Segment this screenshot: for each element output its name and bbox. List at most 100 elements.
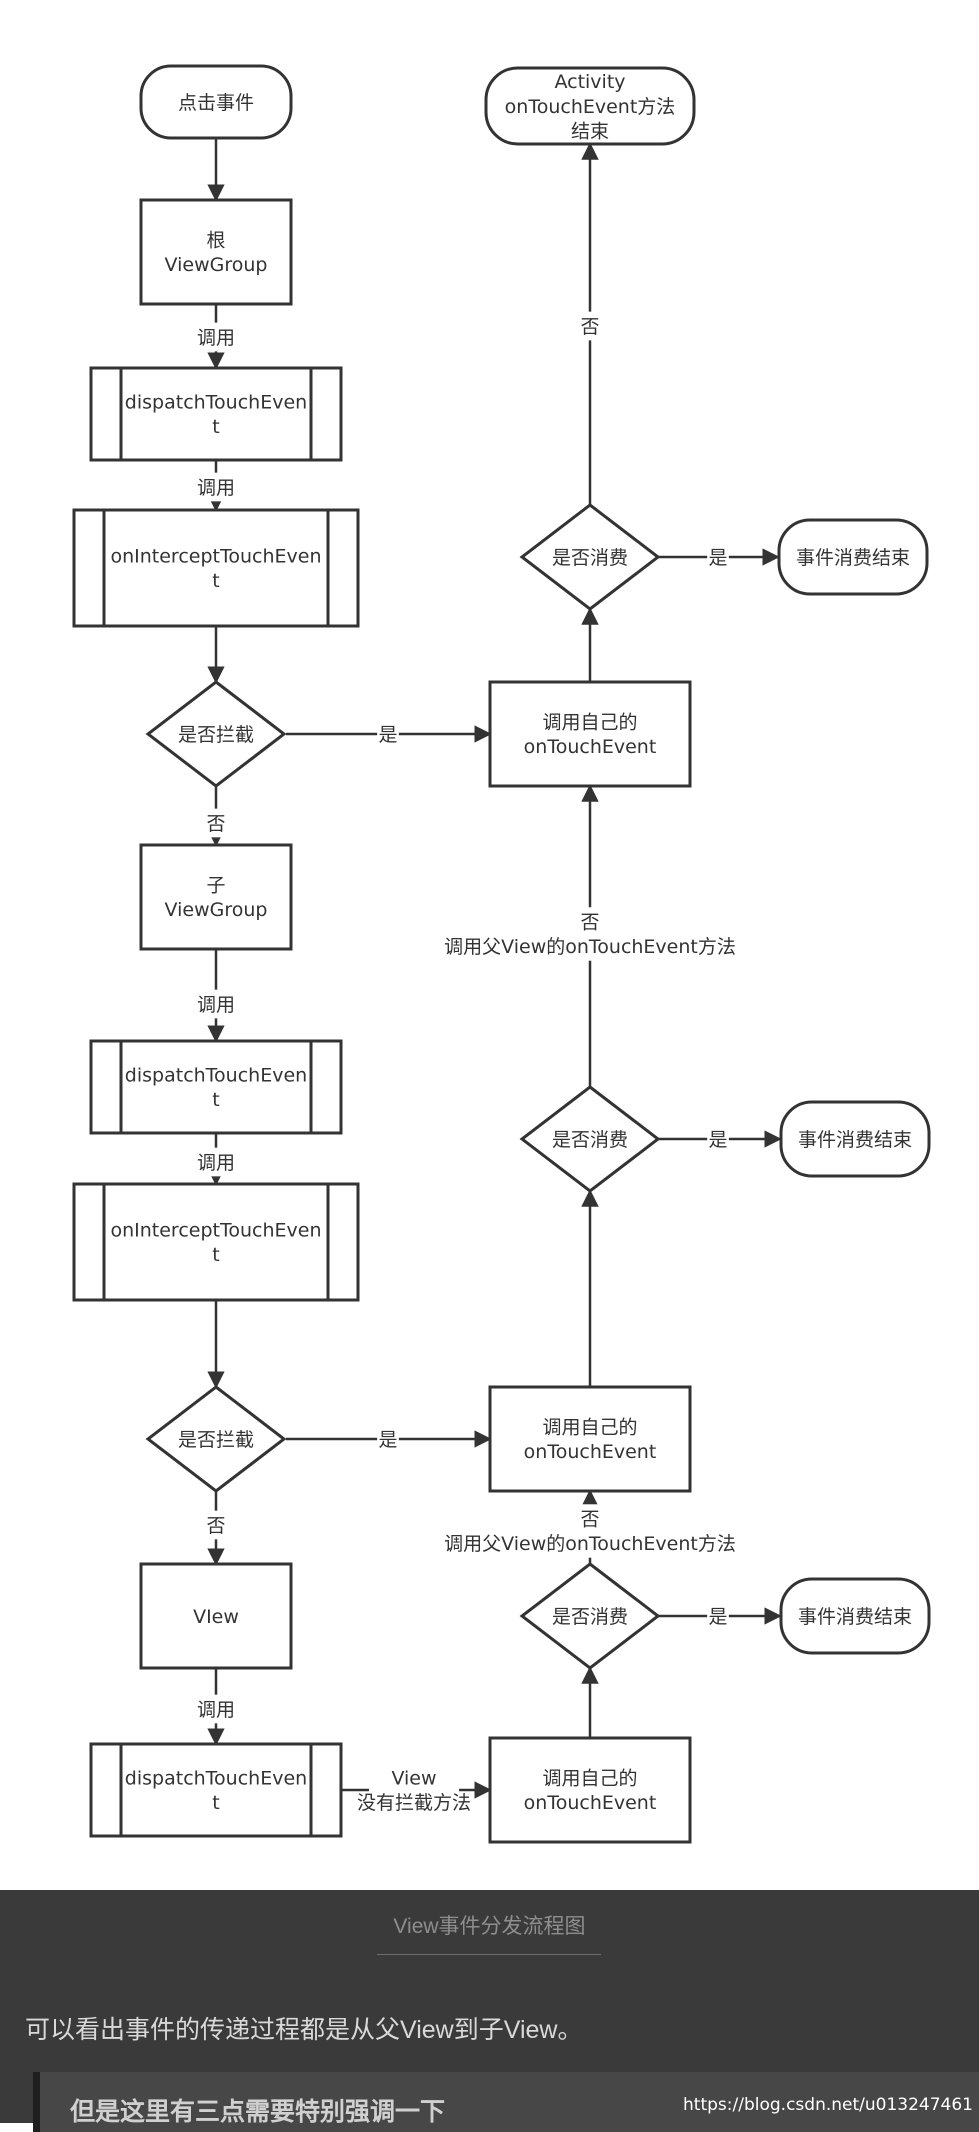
terminal-shape [484, 66, 696, 146]
node-end2: 事件消费结束 [779, 1100, 931, 1178]
edge-label: 是 [378, 1429, 397, 1451]
node-consumed1: 是否消费 [519, 503, 661, 611]
edge-label: 调用 [197, 1699, 235, 1721]
edge-label-bg [579, 311, 601, 341]
edge-label: 否 [580, 316, 599, 338]
blockquote-text: 但是这里有三点需要特别强调一下 [70, 2098, 446, 2126]
edge-n_dispatch2-n_intercept2: 调用 [197, 1133, 235, 1186]
node-label: 是否消费 [552, 547, 628, 569]
edge-n_consumed3-n_end3: 是 [658, 1601, 782, 1631]
subprocess-shape [89, 1742, 343, 1838]
decision-shape [145, 680, 287, 788]
terminal-shape [779, 1577, 931, 1655]
process-shape [488, 1736, 692, 1844]
node-isIntercept2: 是否拦截 [145, 1385, 287, 1493]
edge-label-bg [198, 1147, 234, 1177]
edge-n_view-n_dispatch3: 调用 [197, 1668, 235, 1746]
edge-label: 调用 [197, 1152, 235, 1174]
edge-label: 调用 [197, 327, 235, 349]
edge-label-bg [707, 1124, 729, 1154]
node-consumed2: 是否消费 [519, 1085, 661, 1193]
subprocess-shape [72, 1182, 360, 1302]
decision-shape [519, 503, 661, 611]
node-label: 点击事件 [178, 92, 254, 114]
node-label: 事件消费结束 [798, 1606, 912, 1628]
edge-label: 否 [206, 1515, 225, 1537]
edge-label: 否调用父View的onTouchEvent方法 [444, 911, 736, 958]
edge-label: 否 [206, 813, 225, 835]
edge-label-bg [377, 1424, 399, 1454]
edge-label-bg [198, 1694, 234, 1724]
edge-label-bg [707, 1601, 729, 1631]
node-view: VIew [139, 1562, 293, 1670]
edge-label: 是 [708, 547, 727, 569]
process-shape [139, 1562, 293, 1670]
node-label: 是否拦截 [178, 724, 254, 746]
process-shape [139, 198, 293, 306]
edge-label: 否调用父View的onTouchEvent方法 [444, 1508, 736, 1555]
node-consumed3: 是否消费 [519, 1562, 661, 1670]
edge-label-bg [435, 907, 745, 961]
edge-label: 调用 [197, 994, 235, 1016]
process-shape [488, 1385, 692, 1493]
edge-label: 是 [708, 1129, 727, 1151]
node-label: 是否拦截 [178, 1429, 254, 1451]
watermark: https://blog.csdn.net/u013247461 [683, 2095, 973, 2115]
edge-n_consumed2-n_end2: 是 [658, 1124, 782, 1154]
subprocess-shape [89, 366, 343, 462]
caption-divider [377, 1954, 601, 1955]
decision-shape [519, 1085, 661, 1193]
subprocess-shape [89, 1039, 343, 1135]
terminal-shape [777, 518, 929, 596]
subprocess-shape [72, 508, 360, 628]
edge-label-bg [198, 472, 234, 502]
edge-n_isIntercept2-n_self2: 是 [286, 1424, 492, 1454]
edge-n_isIntercept1-n_child: 否 [205, 786, 227, 847]
edge-n_isIntercept1-n_self1: 是 [286, 719, 492, 749]
node-label: 是否消费 [552, 1606, 628, 1628]
edge-n_isIntercept2-n_view: 否 [205, 1491, 227, 1566]
edge-n_consumed2-n_self1: 否调用父View的onTouchEvent方法 [435, 784, 745, 1087]
edge-label: 是 [378, 724, 397, 746]
edge-n_child-n_dispatch2: 调用 [197, 949, 235, 1043]
decision-shape [145, 1385, 287, 1493]
node-label: 事件消费结束 [796, 547, 910, 569]
edge-label-bg [205, 808, 227, 838]
node-label: 是否消费 [552, 1129, 628, 1151]
process-shape [488, 680, 692, 788]
node-click: 点击事件 [139, 64, 293, 140]
edge-n_consumed1-n_end1: 是 [658, 542, 780, 572]
decision-shape [519, 1562, 661, 1670]
figure-caption: View事件分发流程图 [393, 1915, 586, 1938]
edge-label-bg [205, 1510, 227, 1540]
edge-label-bg [707, 542, 729, 572]
edge-label-bg [198, 322, 234, 352]
edge-n_consumed1-n_activity: 否 [579, 142, 601, 505]
terminal-shape [139, 64, 293, 140]
edge-n_consumed3-n_self2: 否调用父View的onTouchEvent方法 [435, 1489, 745, 1564]
node-label: 事件消费结束 [798, 1129, 912, 1151]
